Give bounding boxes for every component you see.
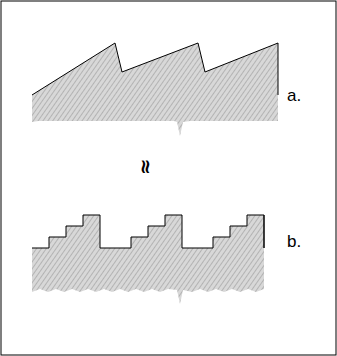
figure-label: b. (287, 233, 301, 250)
staircase-body (32, 215, 264, 304)
staircase-profile (32, 215, 264, 248)
sawtooth-body (32, 43, 278, 136)
sawtooth-profile (32, 43, 278, 95)
figure-label: a. (287, 87, 301, 104)
equivalence-symbol: ≈ (136, 159, 156, 176)
